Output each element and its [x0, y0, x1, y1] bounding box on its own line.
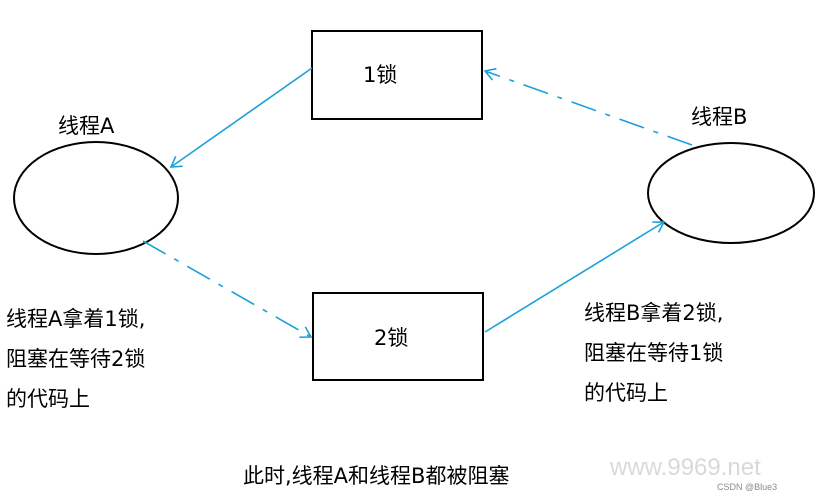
lock-2-box	[312, 292, 484, 381]
thread-a-label: 线程A	[58, 114, 115, 138]
arrow-lock1-to-thread-a	[169, 67, 313, 168]
thread-b-description-line-1: 线程B拿着2锁,	[584, 301, 724, 325]
lock-2-label: 2锁	[374, 326, 408, 350]
thread-a-description-line-2: 阻塞在等待2锁	[6, 347, 146, 371]
thread-b-description: 线程B拿着2锁, 阻塞在等待1锁 的代码上	[584, 293, 723, 413]
arrow-thread-b-to-lock1-dashed	[483, 67, 693, 146]
thread-b-label: 线程B	[691, 105, 747, 129]
caption: 此时,线程A和线程B都被阻塞	[243, 464, 510, 488]
thread-b-description-line-3: 的代码上	[584, 381, 668, 405]
arrow-lock2-to-thread-b	[484, 221, 666, 333]
thread-a-description-line-3: 的代码上	[6, 387, 90, 411]
thread-a-description: 线程A拿着1锁, 阻塞在等待2锁 的代码上	[6, 299, 145, 419]
site-watermark: www.9969.net	[610, 454, 761, 481]
thread-a-node	[13, 141, 179, 255]
thread-a-description-line-1: 线程A拿着1锁,	[6, 307, 146, 331]
thread-b-description-line-2: 阻塞在等待1锁	[584, 341, 724, 365]
arrow-thread-a-to-lock2-dashed	[142, 240, 313, 339]
csdn-watermark: CSDN @Blue3	[717, 482, 778, 492]
lock-1-label: 1锁	[363, 63, 397, 87]
thread-b-node	[647, 142, 815, 244]
lock-1-box	[311, 30, 483, 120]
